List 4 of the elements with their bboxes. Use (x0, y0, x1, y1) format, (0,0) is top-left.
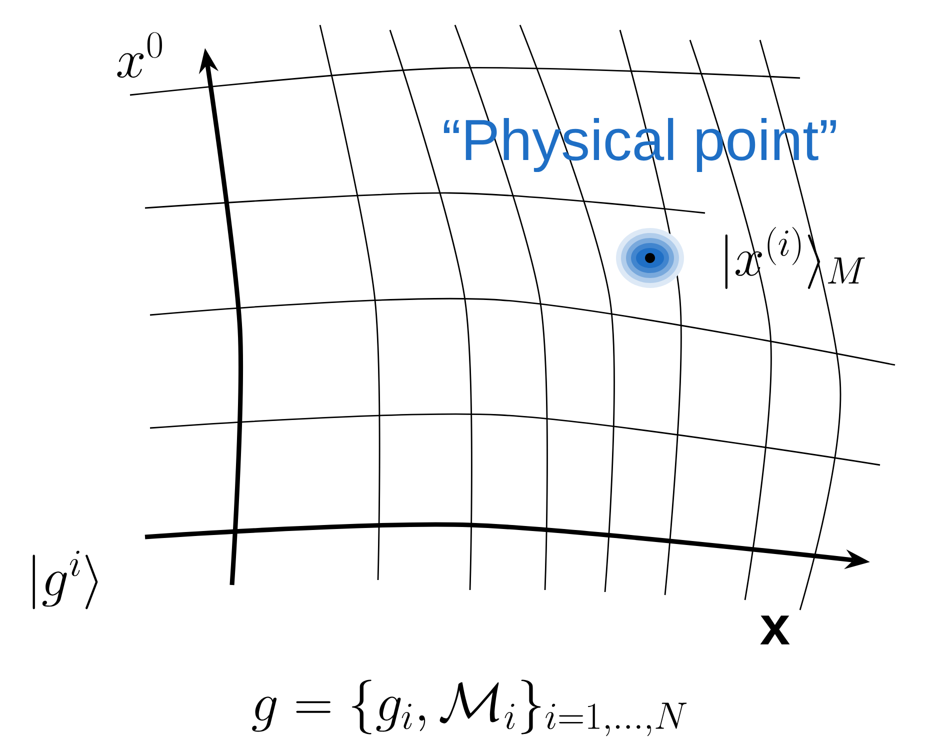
math-label: $g = \{g_i, \mathcal{M}_i\}_{i=1,\ldots,N}$ (252, 680, 687, 736)
math-label: $\mathbf{x}$ (760, 616, 790, 644)
math-label: $|g^i\rangle$ (32, 550, 98, 610)
math-label: $x^0$ (117, 32, 162, 78)
